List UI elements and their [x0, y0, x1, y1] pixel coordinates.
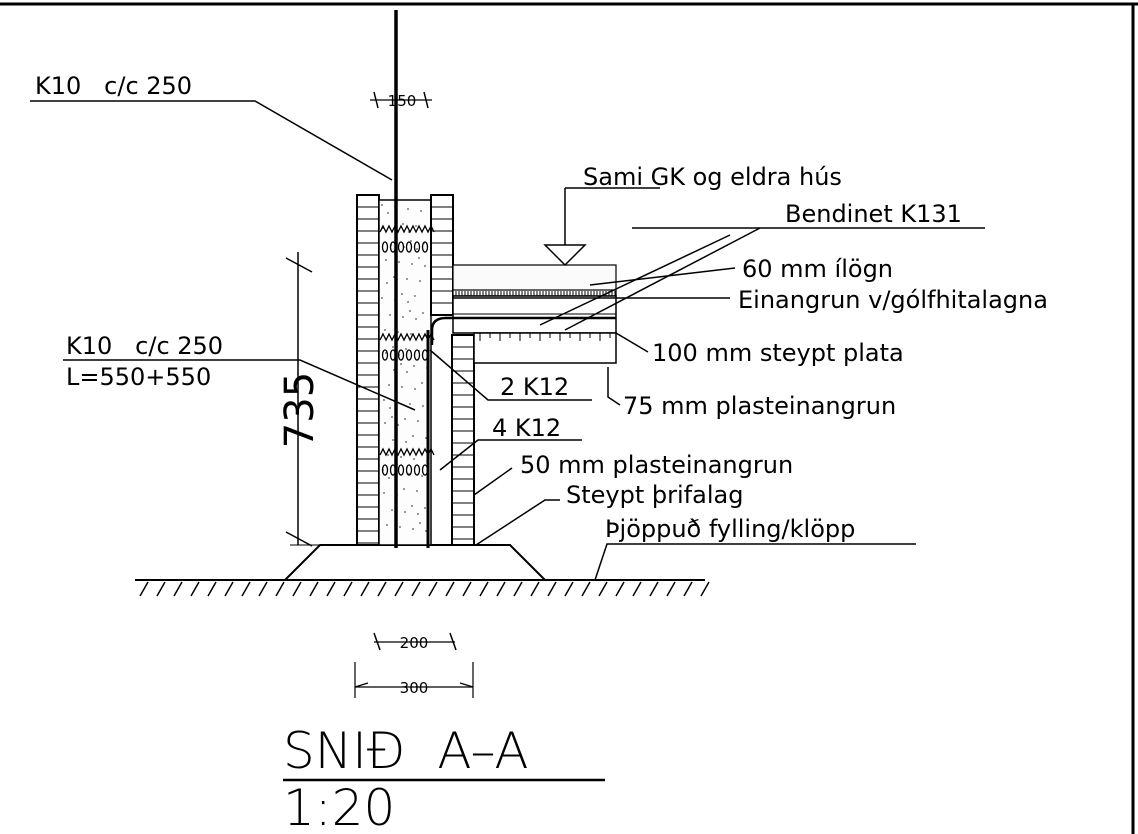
label-footing: Steypt þrifalag: [566, 481, 743, 509]
label-insulation-floor-heat: Einangrun v/gólfhitalagna: [738, 286, 1048, 314]
scale-label: 1:20: [283, 779, 395, 834]
wall-right-upper-block: [430, 194, 454, 316]
label-bars-4: 4 K12: [492, 414, 561, 442]
label-fill: Þjöppuð fylling/klöpp: [605, 515, 855, 543]
label-eps-75: 75 mm plasteinangrun: [623, 392, 896, 420]
label-mesh: Bendinet K131: [785, 200, 962, 228]
label-eps-50: 50 mm plasteinangrun: [520, 451, 793, 479]
label-bars-2: 2 K12: [500, 373, 569, 401]
dimension-300: 300: [354, 662, 474, 698]
label-rebar-side: K10 c/c 250: [66, 332, 223, 360]
floor-slab: [430, 264, 617, 364]
ground-line: [135, 579, 710, 597]
wall-right-lower-block: [451, 334, 475, 546]
dimension-150: 150: [370, 91, 432, 110]
label-topping: 60 mm ílögn: [742, 255, 893, 283]
dim-200-label: 200: [400, 634, 429, 652]
leader-lines: [30, 100, 985, 581]
label-rebar-top: K10 c/c 250: [35, 72, 192, 100]
dim-300-label: 300: [400, 679, 429, 697]
dim-735-label: 735: [277, 372, 323, 448]
dim-150-label: 150: [388, 92, 417, 110]
title-block: SNIÐ A–A 1:20: [283, 722, 605, 834]
footing-shape: [284, 544, 546, 581]
dimension-735: 735: [277, 252, 360, 547]
reference-level-marker: [543, 187, 660, 267]
section-title: SNIÐ A–A: [283, 722, 529, 780]
label-slab: 100 mm steypt plata: [652, 339, 904, 367]
wall-left-block: [356, 194, 380, 546]
dimension-200: 200: [373, 632, 457, 652]
label-reference: Sami GK og eldra hús: [583, 163, 842, 191]
label-rebar-side-length: L=550+550: [66, 363, 211, 391]
